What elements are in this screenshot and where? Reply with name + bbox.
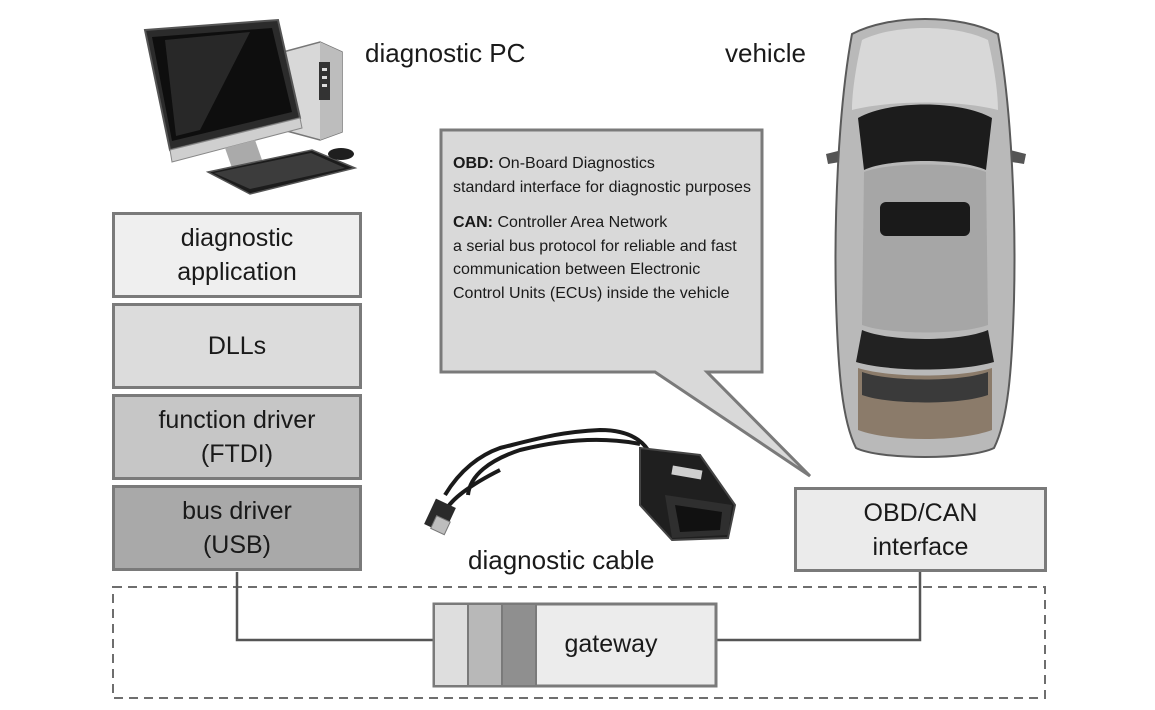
car-icon [826, 18, 1026, 458]
stack-box-diagnostic-application: diagnostic application [112, 212, 362, 298]
stack-box-line2: (FTDI) [200, 440, 274, 468]
computer-icon [143, 18, 358, 195]
obd-term: OBD: [453, 155, 494, 172]
gateway-block [432, 602, 718, 688]
can-definition: CAN: Controller Area Network a serial bu… [453, 211, 753, 305]
can-term: CAN: [453, 214, 493, 231]
vehicle-label: vehicle [725, 38, 806, 68]
stack-box-line2: (USB) [202, 531, 272, 559]
callout-text: OBD: On-Board Diagnostics standard inter… [453, 152, 753, 317]
dashed-boundary [112, 586, 1046, 699]
obd-definition: OBD: On-Board Diagnostics standard inter… [453, 152, 753, 199]
connector-bus-driver-gateway [235, 572, 434, 642]
callout-bubble [439, 128, 812, 478]
connector-obd-gateway [716, 572, 922, 642]
stack-box-line1: function driver [158, 406, 316, 434]
stack-box-dlls: DLLs [112, 303, 362, 389]
stack-box-line1: diagnostic [180, 224, 294, 252]
obd-cable-icon [424, 427, 737, 542]
obd-can-interface-box: OBD/CAN interface [794, 487, 1047, 572]
gateway-label: gateway [564, 630, 658, 658]
can-description: a serial bus protocol for reliable and f… [453, 237, 737, 302]
stack-box-line2: application [177, 258, 297, 286]
obd-description: standard interface for diagnostic purpos… [453, 178, 751, 196]
stack-box-line1: DLLs [207, 332, 267, 360]
diagnostic-pc-label: diagnostic PC [365, 38, 526, 68]
stack-box-function-driver: function driver (FTDI) [112, 394, 362, 480]
can-name: Controller Area Network [497, 214, 668, 231]
obd-can-line2: interface [872, 532, 969, 561]
diagnostic-cable-label: diagnostic cable [468, 545, 655, 575]
obd-can-line1: OBD/CAN [863, 498, 978, 527]
obd-name: On-Board Diagnostics [498, 155, 655, 172]
stack-box-bus-driver: bus driver (USB) [112, 485, 362, 571]
stack-box-line1: bus driver [182, 497, 292, 525]
